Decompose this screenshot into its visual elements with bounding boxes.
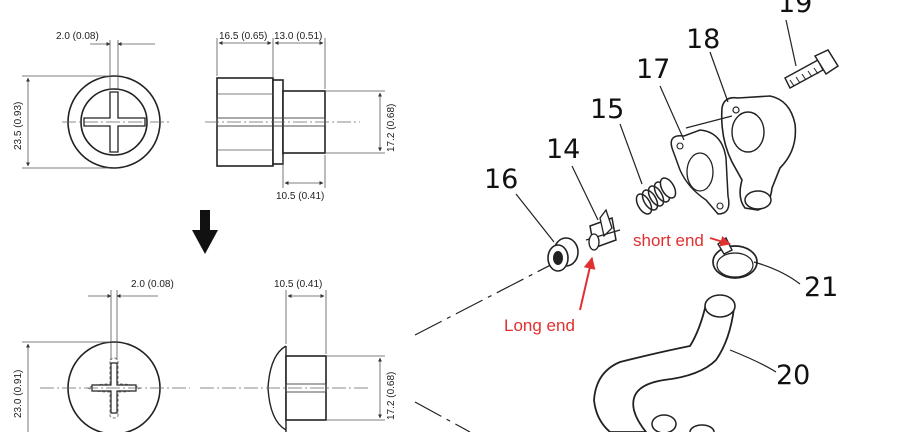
part-19-bolt [784,49,840,89]
callout-18: 18 [686,24,720,55]
bottom-shaft-diameter-label: 17.2 (0.68) [386,372,397,420]
short-end-note: short end [633,231,704,250]
top-length-a-label: 16.5 (0.65) [219,31,267,42]
exploded-view: 19 18 17 15 14 16 21 20 short end Long e… [414,0,840,432]
bottom-side-view: 10.5 (0.41) 17.2 (0.68) [200,279,397,432]
part-18-housing [720,95,797,211]
part-20-hose [593,294,736,432]
bottom-slot-width-label: 2.0 (0.08) [131,279,174,290]
part-16-seal [547,237,579,272]
callout-15: 15 [590,94,624,125]
part-14-valve [585,208,621,251]
part-21-clamp [712,236,758,279]
callout-20: 20 [776,360,810,391]
top-diameter-label: 23.5 (0.93) [13,102,24,150]
top-slot-width-label: 2.0 (0.08) [56,31,99,42]
part-17-gasket [670,129,730,215]
bottom-drawing: 2.0 (0.08) 23.0 (0.91) 10.5 (0.41) 17.2 … [13,279,397,432]
bottom-diameter-label: 23.0 (0.91) [13,370,24,418]
callout-16: 16 [484,164,518,195]
top-side-view: 16.5 (0.65) 13.0 (0.51) 17.2 (0.68) 10.5… [205,31,397,202]
down-arrow-icon [192,210,218,254]
top-front-view: 2.0 (0.08) 23.5 (0.93) [13,31,170,169]
long-end-note: Long end [504,316,575,335]
callout-21: 21 [804,272,838,303]
bottom-front-view: 2.0 (0.08) 23.0 (0.91) [13,279,190,432]
callout-14: 14 [546,134,580,165]
callout-19: 19 [778,0,812,19]
top-shaft-diameter-label: 17.2 (0.68) [386,104,397,152]
leader-lines [515,19,801,373]
callout-17: 17 [636,54,670,85]
top-length-b-label: 13.0 (0.51) [274,31,322,42]
part-15-spring [635,175,677,215]
top-shaft-length-label: 10.5 (0.41) [276,191,324,202]
top-drawing: 2.0 (0.08) 23.5 (0.93) 16.5 (0.65) 13.0 … [13,31,397,202]
bottom-shaft-length-label: 10.5 (0.41) [274,279,322,290]
